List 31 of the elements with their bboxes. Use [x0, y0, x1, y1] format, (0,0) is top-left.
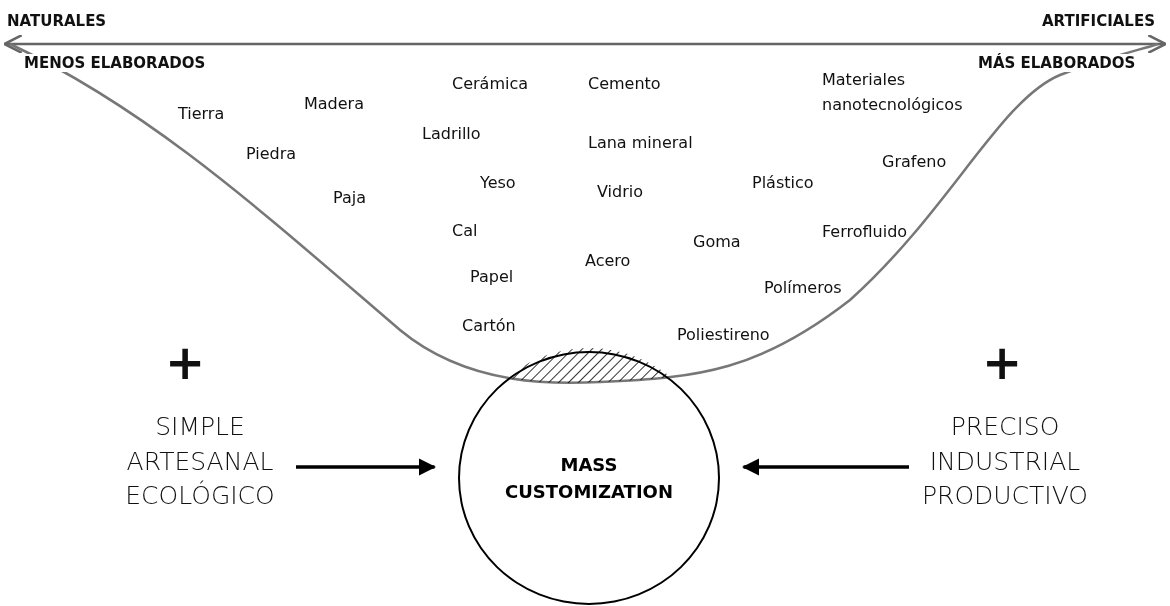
material-label: Plástico [752, 172, 814, 194]
plus-sign: + [165, 338, 206, 386]
material-label: Grafeno [882, 151, 947, 173]
material-label: Cerámica [452, 73, 529, 95]
material-label: Piedra [246, 143, 297, 165]
material-label: Yeso [480, 172, 516, 194]
material-label: Cemento [588, 73, 661, 95]
material-label: Papel [470, 266, 514, 288]
material-label: Ferrofluido [822, 221, 908, 243]
material-label: Vidrio [597, 181, 643, 203]
material-label: Paja [333, 187, 366, 209]
mass-customization-circle [458, 351, 720, 605]
arrow [741, 458, 909, 476]
plus-sign: + [982, 338, 1023, 386]
material-label: Cal [452, 220, 478, 242]
attribute-list: PRECISO INDUSTRIAL PRODUCTIVO [895, 410, 1115, 514]
material-label: Ladrillo [422, 123, 481, 145]
material-label: Materiales nanotecnológicos [822, 69, 964, 116]
material-label: Tierra [178, 103, 225, 125]
material-label: Polímeros [764, 277, 842, 299]
material-label: Madera [304, 93, 364, 115]
material-label: Poliestireno [677, 324, 770, 346]
axis-label: MÁS ELABORADOS [976, 54, 1138, 72]
material-label: Cartón [462, 315, 516, 337]
circle-title: MASS CUSTOMIZATION [504, 453, 674, 504]
material-label: Lana mineral [588, 132, 693, 154]
attribute-list: SIMPLE ARTESANAL ECOLÓGICO [90, 410, 310, 514]
axis-label: MENOS ELABORADOS [22, 54, 208, 72]
material-label: Acero [585, 250, 631, 272]
material-label: Goma [693, 231, 741, 253]
arrow [296, 458, 437, 476]
